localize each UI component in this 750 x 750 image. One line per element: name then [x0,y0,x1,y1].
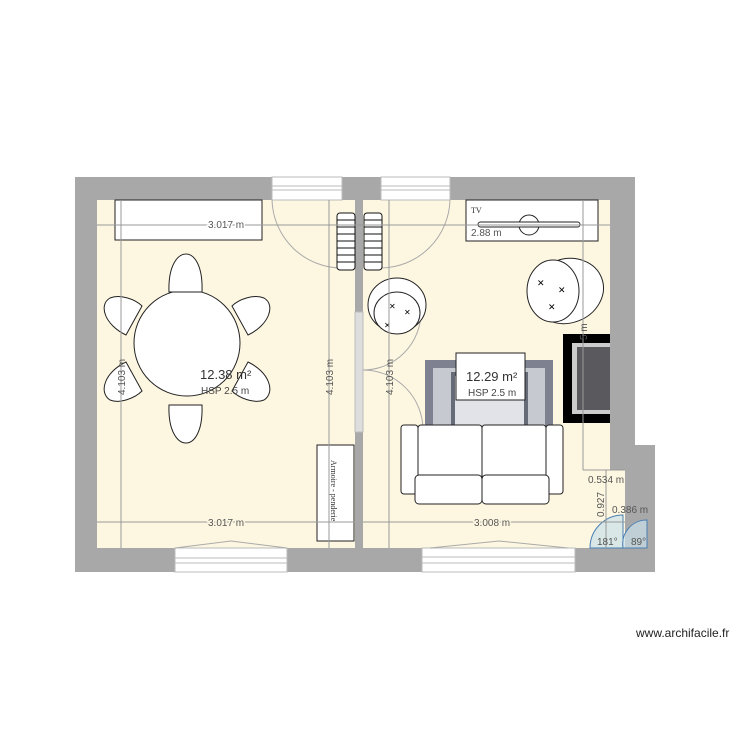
armchair-right: ✕✕✕ [526,257,604,325]
partition-door [354,311,364,433]
chair [103,361,143,402]
room-right-hsp: HSP 2.5 m [468,388,516,399]
dim-alcove-width: 0.534 m [588,475,624,486]
door-arc-partition [362,311,424,431]
window-top-left [271,176,343,201]
chair [231,361,271,402]
dimension-lines [97,200,625,548]
window-bottom-left [174,540,288,573]
dim-left-height-right: 4.103 m [325,359,336,395]
svg-text:✕: ✕ [389,302,396,311]
dim-left-bottom-width: 3.017 m [208,518,244,529]
wardrobe [316,444,355,542]
radiator-left [336,212,356,271]
chair [103,296,143,336]
svg-text:✕: ✕ [404,308,411,317]
dim-right-height-left: 4.103 m [385,359,396,395]
wardrobe-label: Armoire - penderie [329,460,338,522]
svg-text:✕: ✕ [548,302,556,312]
room-right-area: 12.29 m² [466,369,518,384]
chair [231,296,271,336]
sideboard [114,199,263,241]
angle-1: 181° [597,537,618,548]
radiator-right [363,212,383,271]
coffee-table [455,352,526,401]
room-left-hsp: HSP 2.5 m [201,386,249,397]
door-arc-alcove-2 [622,519,648,549]
credit-link[interactable]: www.archifacile.fr [636,626,730,640]
tv-label: TV [471,206,482,215]
dim-left-top-width: 3.017 m [208,220,244,231]
dim-right-bottom-width: 3.008 m [474,518,510,529]
window-bottom-right [421,540,576,573]
fireplace [563,334,610,423]
dim-alcove-depth: 0.927 [596,492,607,517]
svg-text:✕: ✕ [558,285,566,295]
angle-2: 89° [631,537,646,548]
dim-alcove-door: 0.386 m [612,505,648,516]
door-arc-top-right [380,199,451,269]
window-top-right [380,176,451,201]
dim-left-height-left: 4.103 m [117,359,128,395]
sofa [400,424,564,505]
room-left-area: 12.38 m² [200,367,252,382]
chair [168,404,203,444]
svg-text:✕: ✕ [384,321,391,330]
chair [168,253,203,293]
dim-right-top-width: 2.88 m [471,228,502,239]
svg-text:✕: ✕ [537,278,545,288]
armchair-left: ✕ ✕ ✕ [367,277,427,335]
dim-right-height-right: 5 m [579,323,590,340]
